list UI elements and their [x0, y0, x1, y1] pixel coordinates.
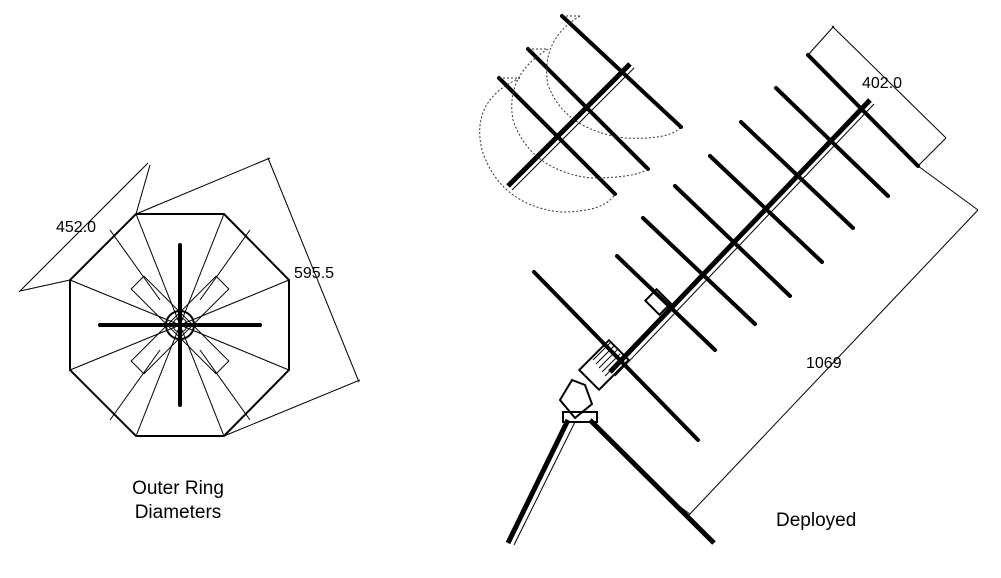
deployed-antenna — [505, 53, 920, 546]
folding-elements-sketch — [479, 14, 683, 213]
dimension-452: 452.0 — [18, 162, 151, 293]
folded-antenna-octagon — [69, 213, 290, 437]
dimension-label-boom: 1069 — [806, 355, 842, 372]
caption-diameters: Diameters — [135, 502, 222, 523]
dimension-402: 402.0 — [807, 25, 947, 167]
dimension-595: 595.5 — [135, 157, 361, 437]
caption-deployed: Deployed — [776, 510, 856, 531]
dimension-label-diagonal: 595.5 — [294, 265, 334, 282]
dimension-label-width: 452.0 — [56, 219, 96, 236]
dimension-1069: 1069 — [661, 165, 979, 517]
dimension-label-element: 402.0 — [862, 75, 902, 92]
caption-outer-ring: Outer Ring — [132, 478, 224, 499]
